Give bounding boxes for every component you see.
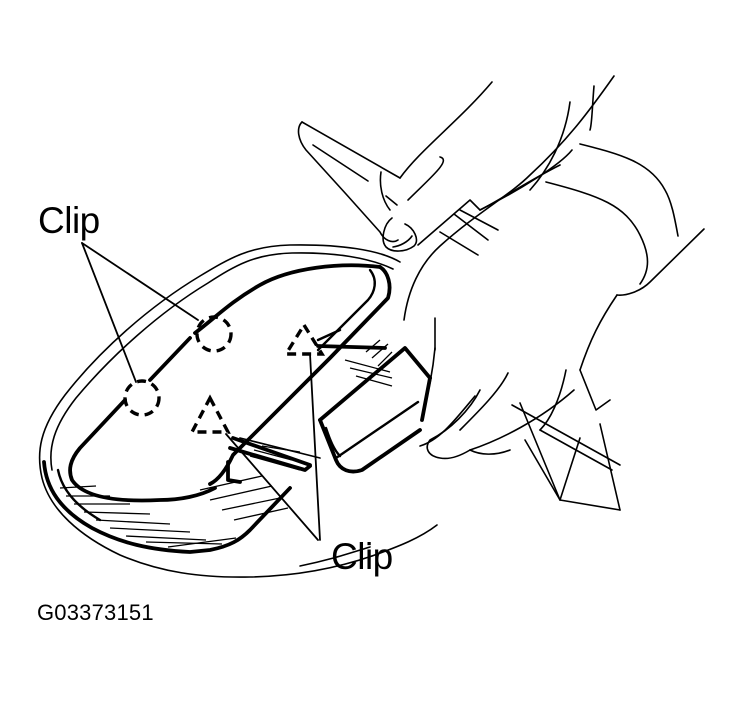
clip-markers-triangles <box>189 321 326 434</box>
callout-clip-upper: Clip <box>38 200 100 241</box>
callout-clip-lower: Clip <box>331 536 393 577</box>
figure-code: G03373151 <box>37 600 154 625</box>
hand <box>297 75 705 511</box>
outer-housing-outline <box>38 244 438 578</box>
clip-markers-circles <box>123 315 233 417</box>
cover-panel <box>42 263 392 554</box>
leader-lines <box>81 242 321 541</box>
hatched-rim <box>59 339 393 548</box>
